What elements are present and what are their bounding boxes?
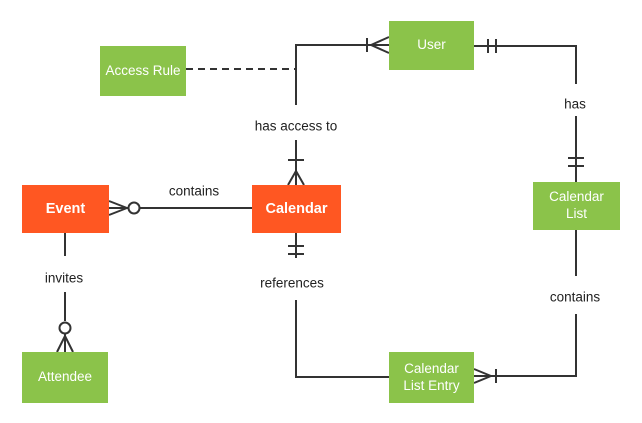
entity-access-rule-label: Access Rule	[105, 62, 181, 78]
cardinality-exactly-one-icon	[487, 39, 497, 53]
entity-user-label: User	[417, 37, 446, 53]
crow-foot-many-icon	[108, 200, 128, 216]
cardinality-zero-icon	[127, 201, 141, 215]
crow-foot-many-icon	[287, 170, 305, 186]
connector-calendar-list-contains-entry	[473, 230, 577, 384]
relationship-label-references: references	[258, 275, 326, 291]
entity-user[interactable]: User	[389, 21, 474, 70]
entity-calendar-label: Calendar	[265, 200, 328, 217]
connector-calendar-references-entry	[288, 233, 389, 378]
cardinality-zero-icon	[58, 321, 72, 335]
relationship-label-has: has	[562, 96, 588, 112]
entity-calendar[interactable]: Calendar	[252, 185, 341, 233]
entity-event[interactable]: Event	[22, 185, 109, 233]
relationship-label-invites: invites	[42, 270, 86, 286]
connector-event-contains-calendar	[108, 200, 252, 216]
entity-attendee[interactable]: Attendee	[22, 352, 108, 403]
cardinality-exactly-one-icon	[568, 157, 584, 167]
relationship-label-contains: contains	[166, 183, 222, 199]
connector-user-has-calendar-list	[474, 39, 584, 182]
entity-event-label: Event	[45, 200, 86, 217]
entity-calendar-list[interactable]: Calendar List	[533, 182, 620, 230]
entity-attendee-label: Attendee	[37, 369, 93, 385]
crow-foot-many-icon	[370, 36, 390, 54]
entity-calendar-list-entry-label: Calendar List Entry	[403, 360, 460, 393]
cardinality-exactly-one-icon	[288, 245, 304, 255]
connector-event-invites-attendee	[56, 233, 74, 353]
crow-foot-many-icon	[56, 334, 74, 353]
connector-calendar-has-access-to-user	[287, 36, 390, 186]
crow-foot-many-icon	[473, 368, 492, 384]
entity-calendar-list-entry[interactable]: Calendar List Entry	[389, 352, 474, 403]
relationship-label-has-access-to: has access to	[252, 118, 340, 134]
entity-calendar-list-label: Calendar List	[549, 189, 604, 221]
relationship-label-contains: contains	[547, 289, 603, 305]
entity-access-rule[interactable]: Access Rule	[100, 46, 186, 96]
